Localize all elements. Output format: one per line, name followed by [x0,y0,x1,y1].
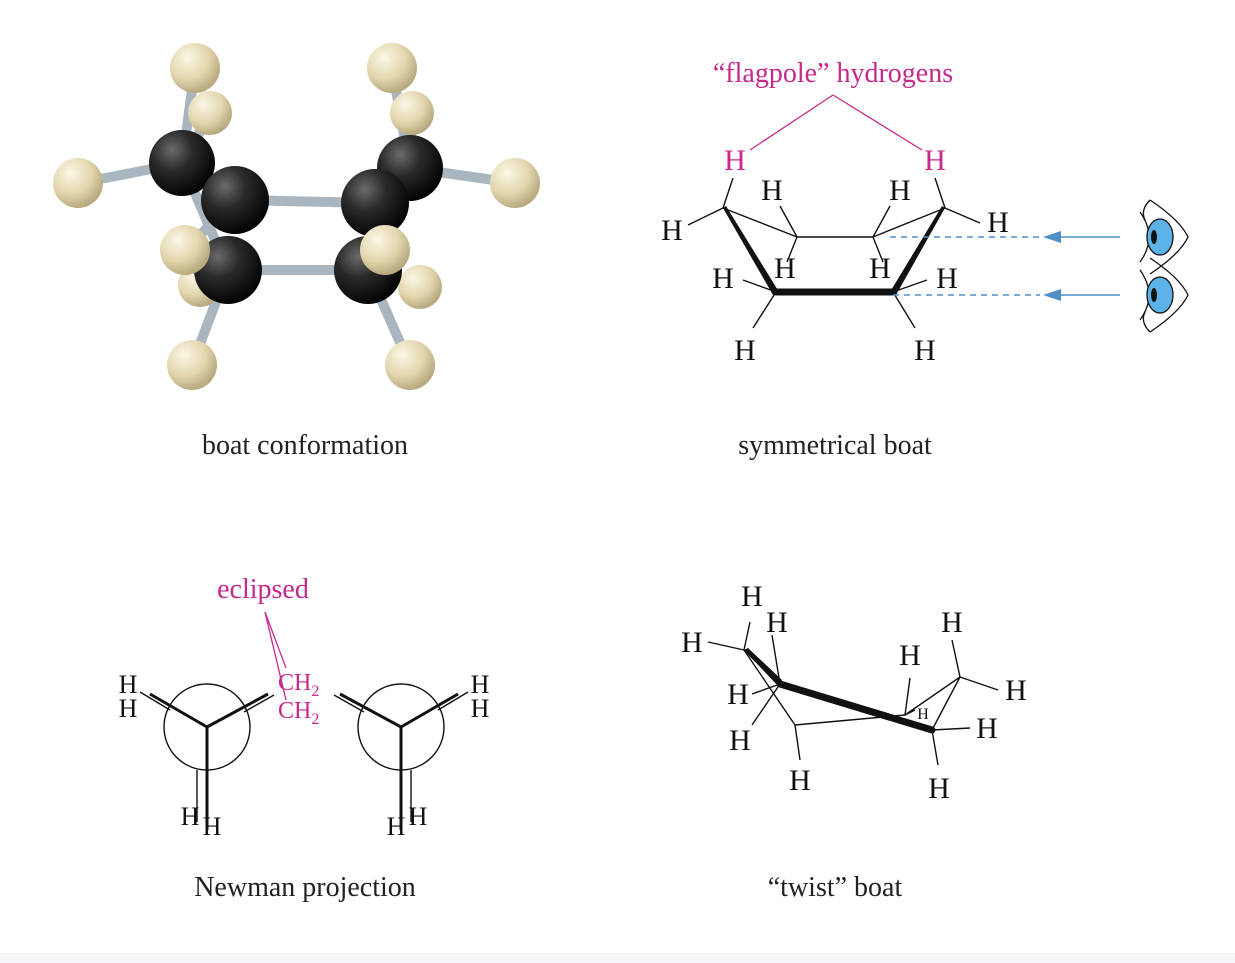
h-label: H [661,214,683,247]
h-label-small: H [917,706,929,723]
flagpole-h-right: H [924,144,946,177]
carbon-atoms [149,130,443,304]
h-label: H [119,670,138,699]
h-label: H [987,206,1009,239]
h-label: H [789,764,811,797]
h-label: H [941,606,963,639]
h-label: H [766,606,788,639]
flagpole-h-left: H [724,144,746,177]
h-label: H [712,262,734,295]
h-label: H [119,694,138,723]
newman-left [139,683,275,830]
footer-strip [0,953,1235,963]
flagpole-annotation: “flagpole” hydrogens [713,58,953,89]
h-label: H [471,670,490,699]
ch2-labels: CH2 CH2 [278,670,319,728]
h-label: H [761,174,783,207]
h-label: H [471,694,490,723]
h-label: H [928,772,950,805]
caption-symmetrical-boat: symmetrical boat [738,430,932,461]
caption-boat-conformation: boat conformation [201,430,409,461]
hydrogen-atoms-front [53,43,540,390]
bonds [75,63,520,370]
arrowheads [1043,231,1061,301]
eclipsed-pointer-lines [264,611,287,701]
h-label: H [774,252,796,285]
h-label: H [734,334,756,367]
sight-lines [890,236,1120,296]
eye-icon-top [1139,199,1189,275]
caption-newman-projection: Newman projection [194,872,416,903]
newman-right [333,683,469,830]
boat-ring [722,206,946,296]
h-label: H [869,252,891,285]
h-label: H [889,174,911,207]
h-label: H [387,812,406,841]
h-label: H [729,724,751,757]
h-label: H [936,262,958,295]
h-label: H [409,802,428,831]
h-label: H [727,678,749,711]
ball-and-stick-model [53,43,540,390]
ch2-label-top: CH2 [278,670,319,700]
ch2-label-bottom: CH2 [278,698,319,728]
h-label: H [181,802,200,831]
h-label: H [681,626,703,659]
h-label: H [1005,674,1027,707]
twist-ch-bonds [707,621,999,766]
eye-icon-bottom [1139,257,1189,333]
twist-boat-diagram: H H H H H H H H H H H H [681,580,1027,805]
symmetrical-boat-diagram: “flagpole” hydrogens [661,58,1189,367]
newman-hydrogen-labels: H H H H H H H H [119,670,490,841]
flagpole-pointer-lines [749,94,923,151]
h-label: H [741,580,763,613]
ch-bonds [687,177,981,329]
h-label: H [899,639,921,672]
caption-twist-boat: “twist” boat [767,872,903,903]
eclipsed-annotation: eclipsed [217,574,309,605]
newman-projection-diagram: eclipsed CH2 CH2 H H H H H H H H [119,574,490,841]
h-label: H [914,334,936,367]
twist-ring [743,648,961,734]
h-label: H [203,812,222,841]
twist-hydrogen-labels: H H H H H H H H H H H H [681,580,1027,805]
h-label: H [976,712,998,745]
hydrogen-labels: H H H H H H H H H H H H [661,144,1009,367]
